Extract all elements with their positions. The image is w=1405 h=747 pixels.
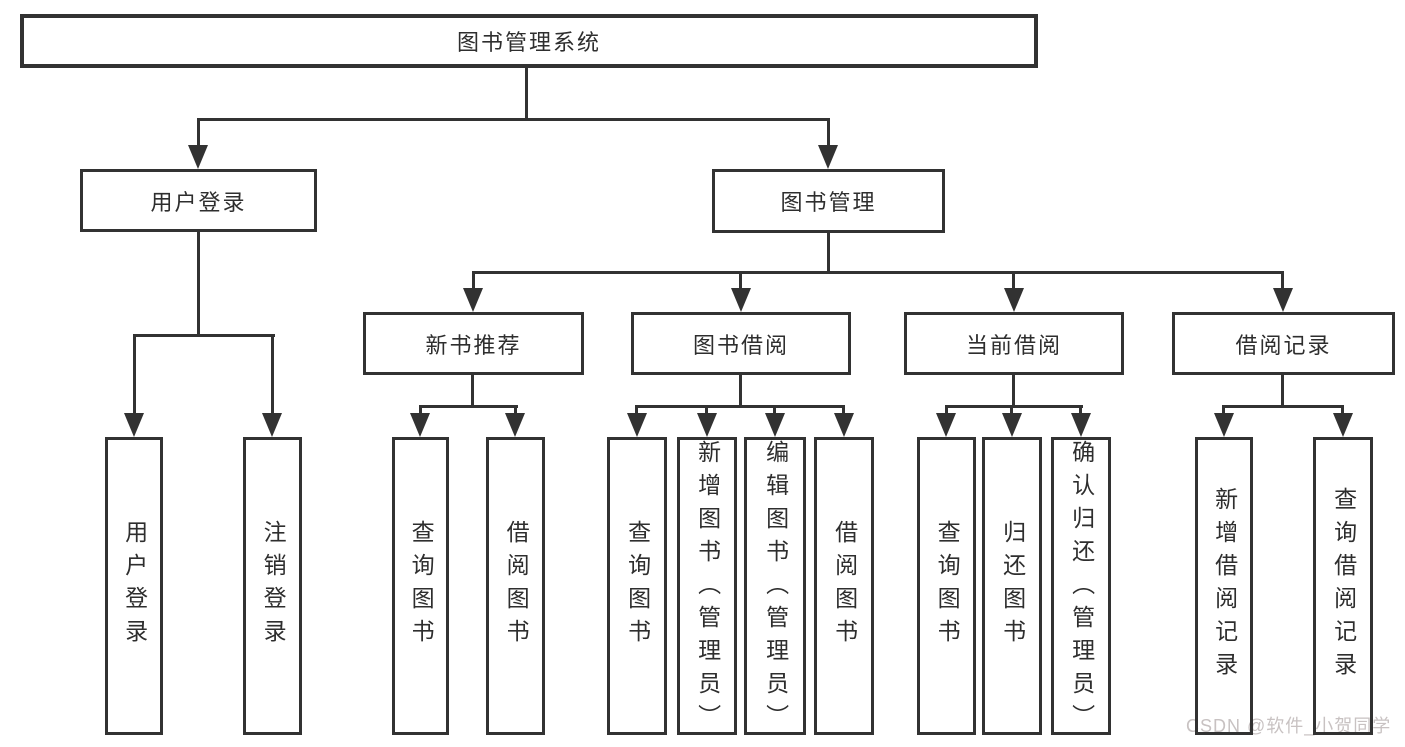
connector-line: [827, 233, 830, 274]
leaf-query-borrow-record: 查询借阅记录: [1313, 437, 1373, 735]
arrowhead-down: [124, 413, 144, 437]
node-borrow-records: 借阅记录: [1172, 312, 1395, 375]
leaf-add-borrow-record: 新增借阅记录: [1195, 437, 1253, 735]
connector-line: [739, 375, 742, 408]
connector-line: [514, 405, 517, 416]
arrowhead-down: [1004, 288, 1024, 312]
node-book-management: 图书管理: [712, 169, 945, 233]
connector-line: [1222, 405, 1344, 408]
connector-line: [827, 118, 830, 148]
arrowhead-down: [697, 413, 717, 437]
connector-line: [1012, 375, 1015, 408]
leaf-edit-book-admin: 编辑图书（管理员）: [744, 437, 806, 737]
connector-line: [945, 405, 1083, 408]
arrowhead-down: [188, 145, 208, 169]
arrowhead-down: [505, 413, 525, 437]
leaf-query-books-current: 查询图书: [917, 437, 976, 735]
arrowhead-down: [765, 413, 785, 437]
connector-line: [419, 405, 422, 416]
connector-line: [1341, 405, 1344, 416]
connector-line: [1281, 375, 1284, 408]
connector-line: [472, 271, 1284, 274]
arrowhead-down: [936, 413, 956, 437]
arrowhead-down: [1214, 413, 1234, 437]
leaf-query-books-recommend: 查询图书: [392, 437, 449, 735]
arrowhead-down: [818, 145, 838, 169]
node-new-book-recommend: 新书推荐: [363, 312, 584, 375]
arrowhead-down: [834, 413, 854, 437]
connector-line: [1281, 271, 1284, 290]
node-current-borrow: 当前借阅: [904, 312, 1124, 375]
connector-line: [1222, 405, 1225, 416]
connector-line: [635, 405, 845, 408]
leaf-borrow-books-recommend: 借阅图书: [486, 437, 545, 735]
arrowhead-down: [1273, 288, 1293, 312]
connector-line: [1012, 271, 1015, 290]
node-library-management-system: 图书管理系统: [20, 14, 1038, 68]
connector-line: [133, 334, 136, 416]
leaf-add-book-admin: 新增图书（管理员）: [677, 437, 737, 737]
connector-line: [773, 405, 776, 416]
connector-line: [271, 334, 274, 416]
arrowhead-down: [1333, 413, 1353, 437]
leaf-logout: 注销登录: [243, 437, 302, 735]
connector-line: [1079, 405, 1082, 416]
arrowhead-down: [410, 413, 430, 437]
node-book-borrow: 图书借阅: [631, 312, 851, 375]
connector-line: [842, 405, 845, 416]
leaf-user-login: 用户登录: [105, 437, 163, 735]
arrowhead-down: [1002, 413, 1022, 437]
connector-line: [197, 118, 200, 148]
connector-line: [739, 271, 742, 290]
connector-line: [472, 271, 475, 290]
connector-line: [419, 405, 518, 408]
leaf-borrow-books: 借阅图书: [814, 437, 874, 735]
connector-line: [1010, 405, 1013, 416]
arrowhead-down: [1071, 413, 1091, 437]
connector-line: [525, 68, 528, 120]
connector-line: [197, 232, 200, 337]
arrowhead-down: [463, 288, 483, 312]
arrowhead-down: [627, 413, 647, 437]
connector-line: [705, 405, 708, 416]
arrowhead-down: [262, 413, 282, 437]
connector-line: [471, 375, 474, 408]
connector-line: [945, 405, 948, 416]
connector-line: [197, 118, 830, 121]
leaf-query-books-borrow: 查询图书: [607, 437, 667, 735]
leaf-confirm-return-admin: 确认归还（管理员）: [1051, 437, 1111, 737]
connector-line: [133, 334, 275, 337]
arrowhead-down: [731, 288, 751, 312]
watermark: CSDN @软件_小贺同学: [1186, 716, 1392, 736]
node-user-login: 用户登录: [80, 169, 317, 232]
connector-line: [635, 405, 638, 416]
leaf-return-books: 归还图书: [982, 437, 1042, 735]
